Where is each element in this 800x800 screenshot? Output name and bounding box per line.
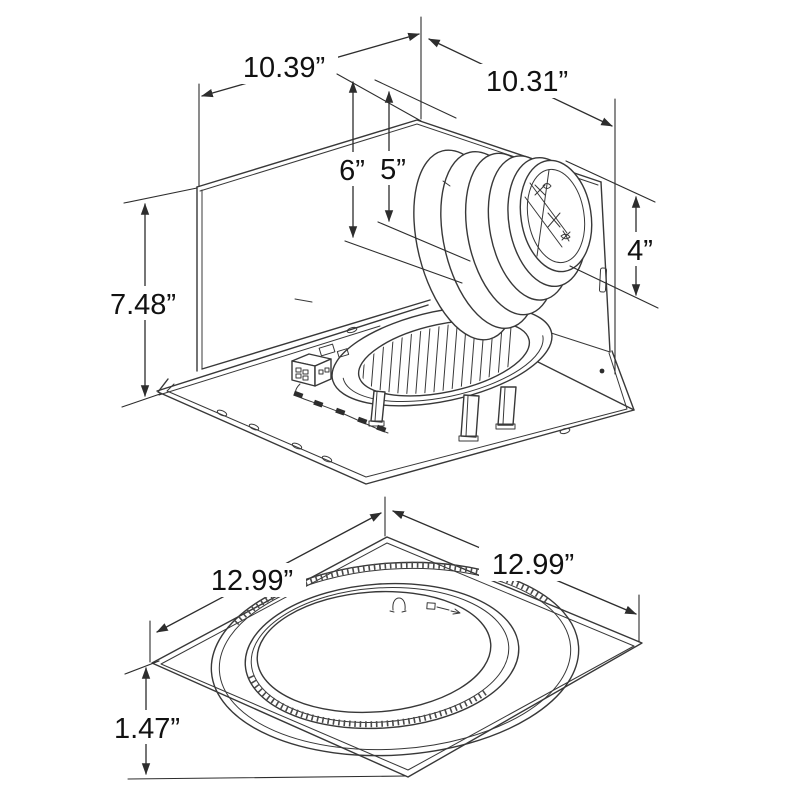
damper-spring-icon (542, 183, 552, 189)
duct-damper (524, 169, 571, 257)
grille-front-view: 12.99” 12.99” 1.47” (105, 496, 643, 780)
dimension-duct-upper-offset: 6” (334, 73, 463, 284)
dimension-housing-height: 7.48” (100, 187, 198, 408)
dimension-label-grille-width: 12.99” (211, 565, 293, 597)
grille-clips (389, 597, 461, 615)
junction-box (291, 353, 332, 387)
dimension-label-duct-diameter: 4” (627, 235, 653, 267)
dimension-grille-width: 12.99” (149, 496, 386, 663)
dimension-label-housing-height: 7.48” (110, 289, 176, 321)
duct-adapter (413, 149, 593, 341)
damper-clip-icon (560, 230, 571, 242)
dimension-housing-depth: 10.31” (428, 38, 616, 375)
dimension-label-grille-height: 1.47” (114, 713, 180, 745)
dimension-label-duct-upper-offset: 6” (339, 155, 365, 187)
dimension-label-housing-width: 10.39” (243, 52, 325, 84)
spring-clip-icon (389, 597, 407, 613)
wiring-harness (293, 343, 389, 434)
dimension-duct-center-offset: 5” (374, 79, 471, 262)
dimension-housing-width: 10.39” (198, 16, 422, 187)
dimension-label-grille-depth: 12.99” (492, 549, 574, 581)
housing-isometric-view: 10.39” 10.31” 6” 5” (100, 16, 659, 485)
latch-icon (426, 602, 436, 610)
dimension-grille-depth: 12.99” (392, 510, 640, 643)
motor-legs (368, 386, 517, 442)
mounting-flange (156, 304, 635, 485)
dimension-label-housing-depth: 10.31” (486, 66, 568, 98)
dimension-duct-diameter: 4” (565, 160, 659, 309)
dimension-grille-height: 1.47” (105, 660, 407, 780)
knockout-dot (599, 368, 605, 374)
dimension-label-duct-center-offset: 5” (380, 154, 406, 186)
